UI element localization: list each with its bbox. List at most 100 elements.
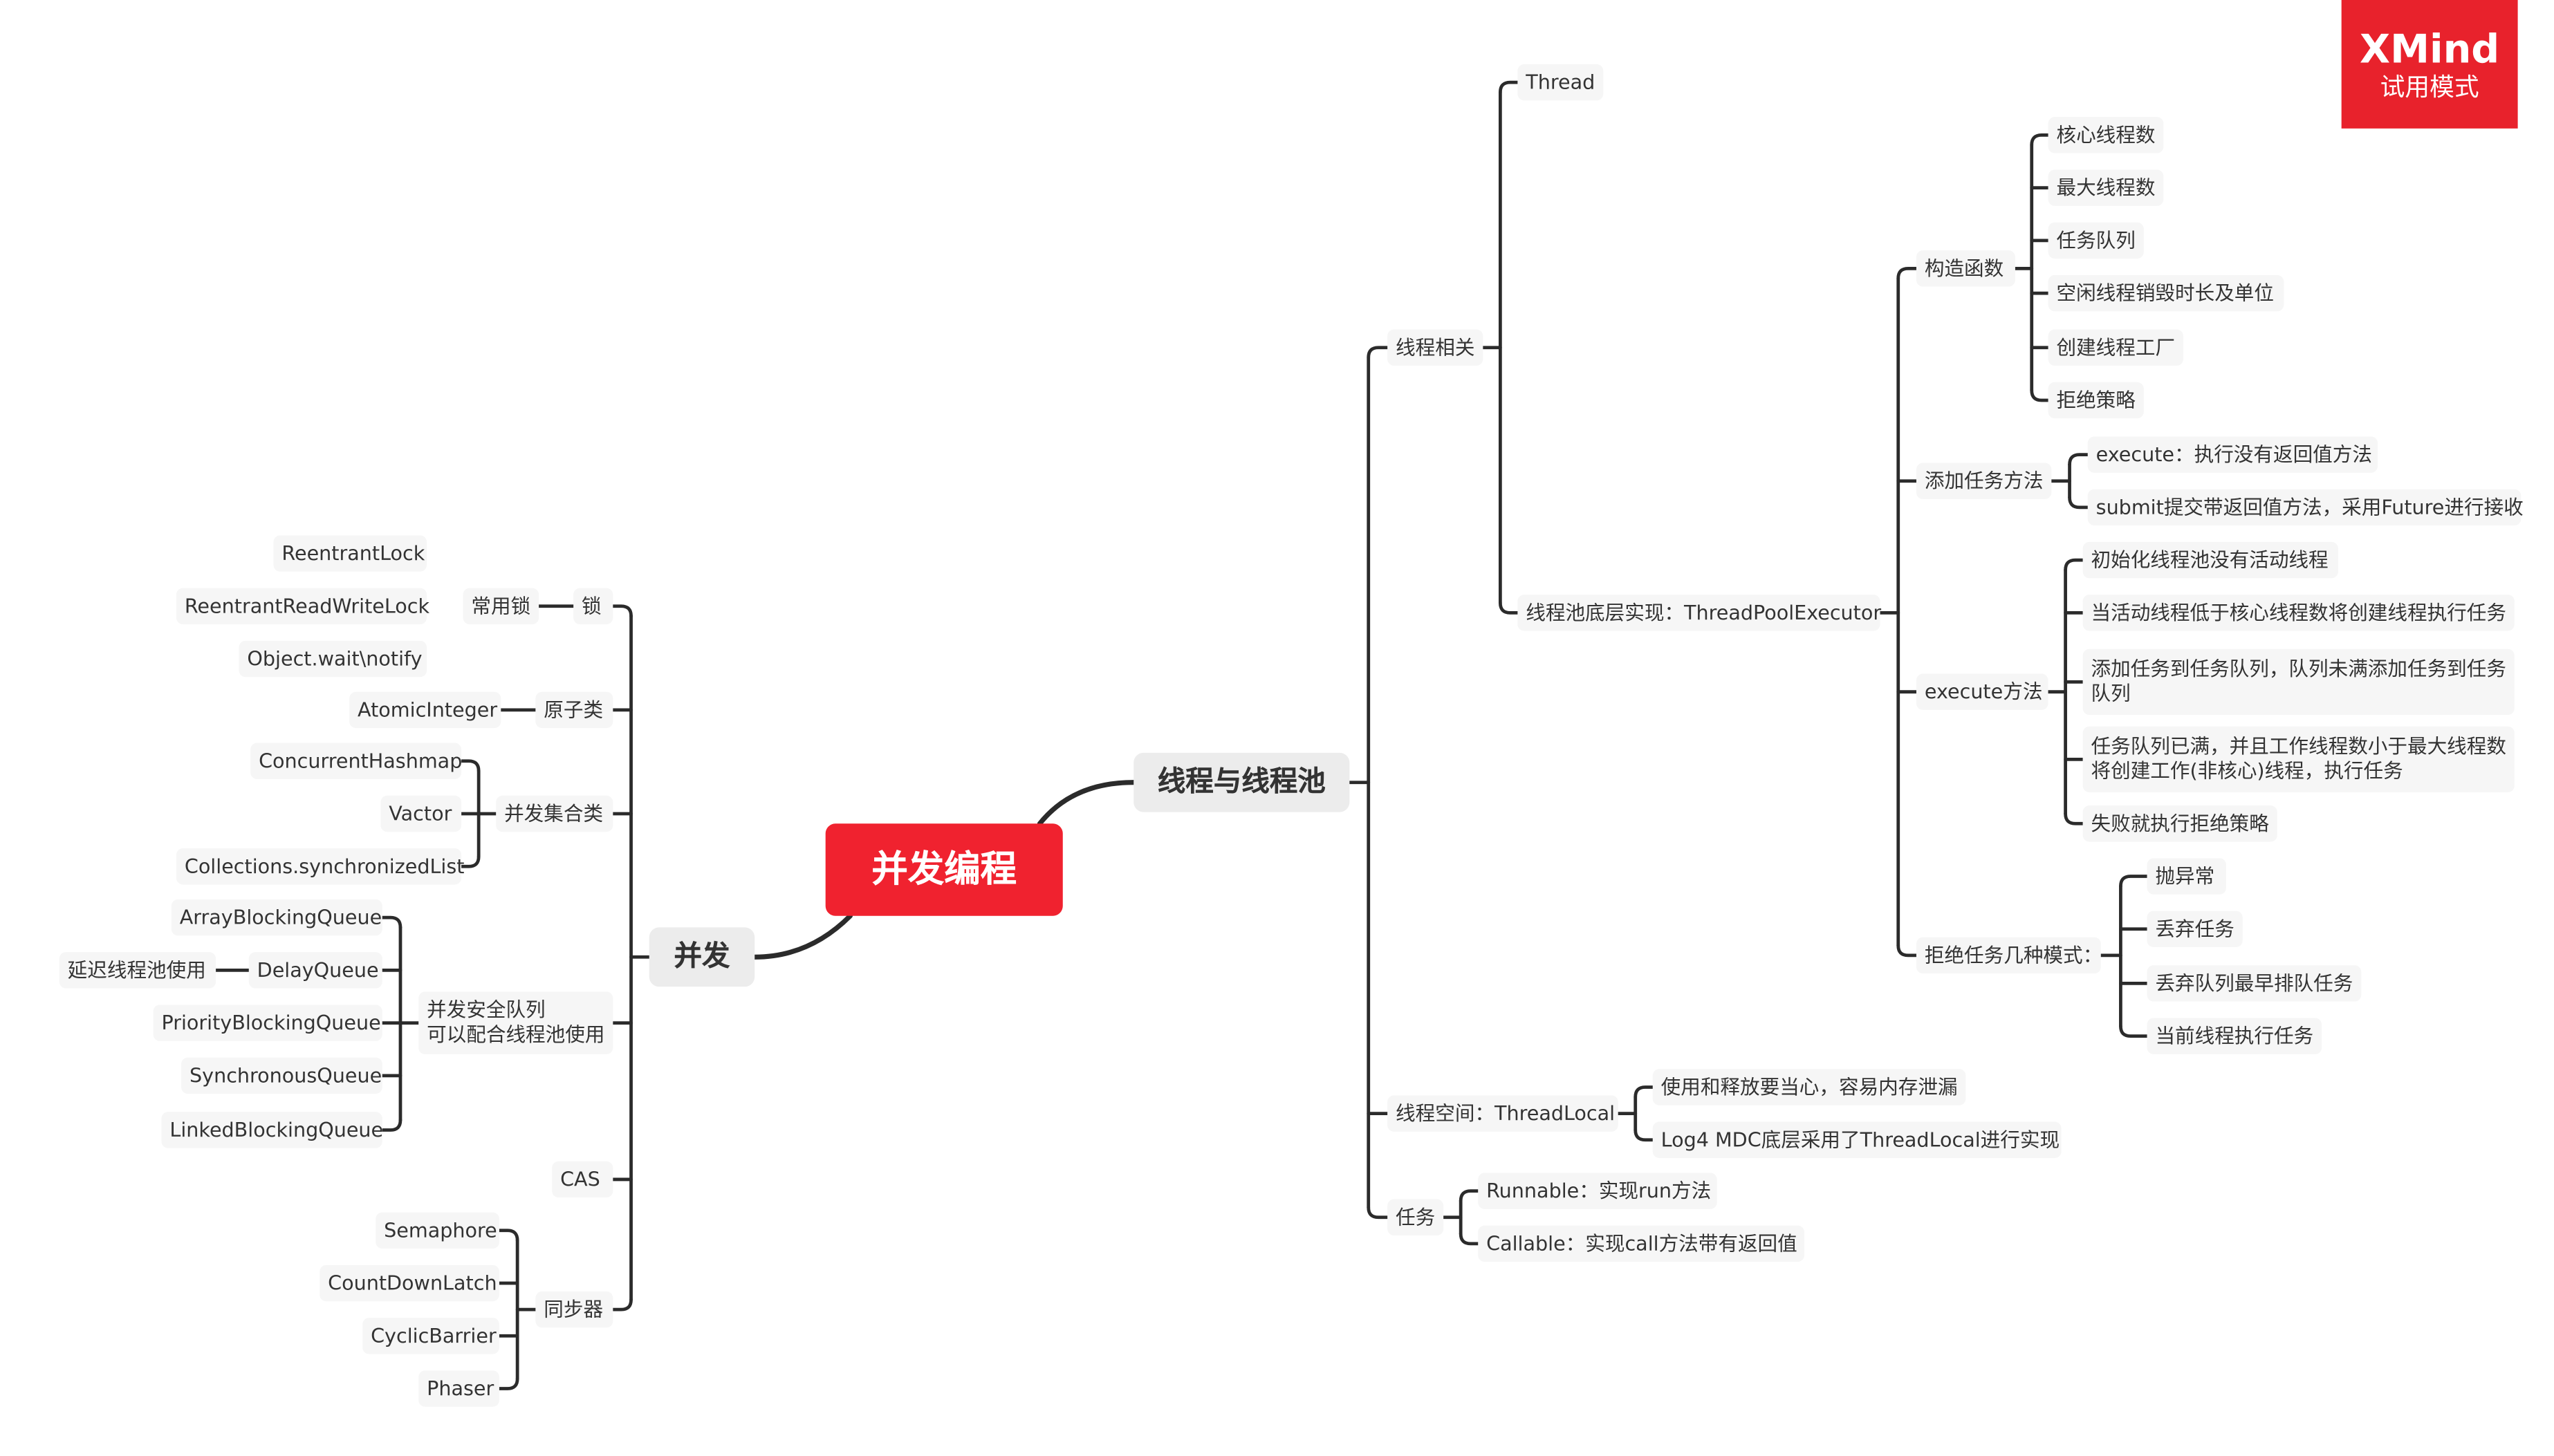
topic-node[interactable]: 抛异常 (2147, 858, 2226, 895)
topic-node[interactable]: 常用锁 (463, 588, 539, 625)
connector-line (1896, 266, 1918, 281)
topic-node[interactable]: 当前线程执行任务 (2147, 1018, 2322, 1054)
topic-node[interactable]: 任务 (1387, 1199, 1444, 1235)
topic-label: CyclicBarrier (371, 1323, 497, 1347)
topic-label: 线程空间：ThreadLocal (1396, 1101, 1616, 1125)
topic-node[interactable]: 核心线程数 (2048, 117, 2164, 153)
connector-line (2119, 1024, 2149, 1038)
topic-node[interactable]: 添加任务方法 (1916, 463, 2052, 499)
topic-label: 锁 (582, 593, 602, 617)
topic-node-collections-synchronizedlist[interactable]: Collections.synchronizedList (176, 848, 464, 885)
connector-line (380, 915, 402, 929)
xmind-logo-text: XMind (2359, 25, 2500, 72)
connector-line (1367, 346, 1389, 360)
topic-label: 初始化线程池没有活动线程 (2091, 548, 2329, 571)
topic-node[interactable]: 原子类 (535, 691, 613, 729)
topic-node[interactable]: 拒绝任务几种模式： (1916, 937, 2103, 974)
topic-node-cas[interactable]: CAS (552, 1161, 613, 1198)
topic-node-delayqueue[interactable]: DelayQueue (248, 952, 382, 989)
topic-node-threadpoolexecutor[interactable]: 线程池底层实现：ThreadPoolExecutor (1517, 595, 1882, 631)
topic-label: 拒绝任务几种模式： (1924, 943, 2103, 967)
topic-node[interactable]: 锁 (573, 588, 613, 625)
topic-node-vactor[interactable]: Vactor (380, 795, 462, 832)
topic-label: 延迟线程池使用 (67, 958, 206, 981)
topic-label: execute：执行没有返回值方法 (2095, 442, 2372, 466)
topic-node[interactable]: 并发安全队列 可以配合线程池使用 (418, 991, 613, 1054)
central-topic[interactable]: 并发编程 (825, 823, 1063, 916)
topic-node-threadlocal[interactable]: 线程空间：ThreadLocal (1387, 1095, 1618, 1132)
connector-line (497, 1376, 519, 1390)
connector-line (459, 855, 481, 868)
topic-node[interactable]: 延迟线程池使用 (59, 952, 216, 989)
connector-line (2064, 812, 2084, 825)
topic-node[interactable]: 空闲线程销毁时长及单位 (2048, 274, 2284, 312)
topic-node-cyclicbarrier[interactable]: CyclicBarrier (362, 1318, 499, 1354)
topic-label: 线程与线程池 (1157, 765, 1326, 799)
topic-label: 线程池底层实现：ThreadPoolExecutor (1526, 600, 1882, 624)
topic-node[interactable]: 同步器 (535, 1291, 613, 1328)
topic-node[interactable]: 当活动线程低于核心线程数将创建线程执行任务 (2082, 595, 2515, 631)
topic-node[interactable]: 丢弃任务 (2147, 911, 2243, 947)
topic-node[interactable]: 创建线程工厂 (2048, 329, 2183, 366)
connector-line (1498, 80, 1519, 94)
topic-node-reentrantreadwritelock[interactable]: ReentrantReadWriteLock (176, 588, 429, 625)
topic-node-semaphore[interactable]: Semaphore (376, 1212, 499, 1249)
topic-node[interactable]: 最大线程数 (2048, 169, 2164, 206)
topic-label: 使用和释放要当心，容易内存泄漏 (1660, 1074, 1958, 1099)
topic-label: ArrayBlockingQueue (179, 905, 382, 928)
topic-label: 最大线程数 (2056, 175, 2156, 199)
topic-node-callable-call[interactable]: Callable：实现call方法带有返回值 (1478, 1225, 1804, 1262)
topic-node-object-wait-notify[interactable]: Object.wait\notify (239, 640, 427, 678)
topic-label: Vactor (389, 801, 452, 825)
topic-label: LinkedBlockingQueue (169, 1117, 384, 1141)
trial-mode-text: 试用模式 (2380, 71, 2479, 102)
topic-label: 丢弃任务 (2155, 916, 2234, 940)
topic-node-execute[interactable]: execute：执行没有返回值方法 (2087, 436, 2378, 473)
connector-line (2068, 453, 2090, 467)
topic-node[interactable]: 任务队列已满，并且工作线程数小于最大线程数将创建工作(非核心)线程，执行任务 (2082, 726, 2515, 793)
topic-node-concurrenthashmap[interactable]: ConcurrentHashmap (250, 743, 462, 779)
topic-node-arrayblockingqueue[interactable]: ArrayBlockingQueue (171, 899, 382, 936)
topic-label: ReentrantLock (281, 541, 425, 565)
topic-label: 拒绝策略 (2056, 388, 2136, 411)
topic-node-submit-future[interactable]: submit提交带返回值方法，采用Future进行接收 (2087, 489, 2524, 526)
connector-line (2068, 496, 2090, 510)
topic-label: 核心线程数 (2056, 122, 2156, 146)
topic-node[interactable]: 添加任务到任务队列，队列未满添加任务到任务队列 (2082, 648, 2515, 716)
topic-node[interactable]: 构造函数 (1916, 250, 2015, 287)
topic-label: SynchronousQueue (189, 1063, 382, 1087)
topic-label: 失败就执行拒绝策略 (2091, 811, 2269, 834)
connector-root-left (752, 913, 853, 960)
topic-label: Object.wait\notify (247, 646, 423, 670)
topic-node-runnable-run[interactable]: Runnable：实现run方法 (1478, 1173, 1717, 1209)
connector-line (497, 1229, 519, 1242)
topic-node[interactable]: 丢弃队列最早排队任务 (2147, 965, 2362, 1002)
topic-label: 任务队列 (2056, 227, 2136, 252)
topic-node-atomicinteger[interactable]: AtomicInteger (349, 691, 501, 729)
topic-node[interactable]: 任务队列 (2048, 222, 2144, 259)
main-topic-right[interactable]: 线程与线程池 (1133, 752, 1350, 812)
topic-node[interactable]: 失败就执行拒绝策略 (2082, 805, 2277, 842)
topic-node-thread[interactable]: Thread (1517, 64, 1604, 101)
main-topic-left[interactable]: 并发 (649, 927, 755, 987)
topic-node-countdownlatch[interactable]: CountDownLatch (320, 1264, 499, 1302)
topic-node-phaser[interactable]: Phaser (418, 1370, 499, 1407)
topic-node-priorityblockingqueue[interactable]: PriorityBlockingQueue (153, 1005, 382, 1041)
topic-node-log4-mdc-threadlocal[interactable]: Log4 MDC底层采用了ThreadLocal进行实现 (1652, 1121, 2062, 1158)
topic-node[interactable]: 拒绝策略 (2048, 382, 2144, 419)
topic-label: 并发集合类 (504, 801, 604, 825)
topic-node-execute[interactable]: execute方法 (1916, 673, 2048, 710)
connector-line (1367, 1206, 1389, 1220)
connector-line (459, 759, 481, 773)
topic-node[interactable]: 初始化线程池没有活动线程 (2082, 541, 2338, 579)
topic-node[interactable]: 使用和释放要当心，容易内存泄漏 (1652, 1069, 1966, 1105)
topic-label: Phaser (427, 1376, 494, 1400)
topic-node[interactable]: 并发集合类 (496, 795, 613, 832)
topic-node-synchronousqueue[interactable]: SynchronousQueue (181, 1057, 382, 1094)
topic-node[interactable]: 线程相关 (1387, 329, 1483, 366)
topic-label: 丢弃队列最早排队任务 (2155, 971, 2353, 994)
topic-node-linkedblockingqueue[interactable]: LinkedBlockingQueue (161, 1112, 384, 1148)
connector-line (380, 1118, 402, 1132)
topic-node-reentrantlock[interactable]: ReentrantLock (273, 535, 427, 572)
